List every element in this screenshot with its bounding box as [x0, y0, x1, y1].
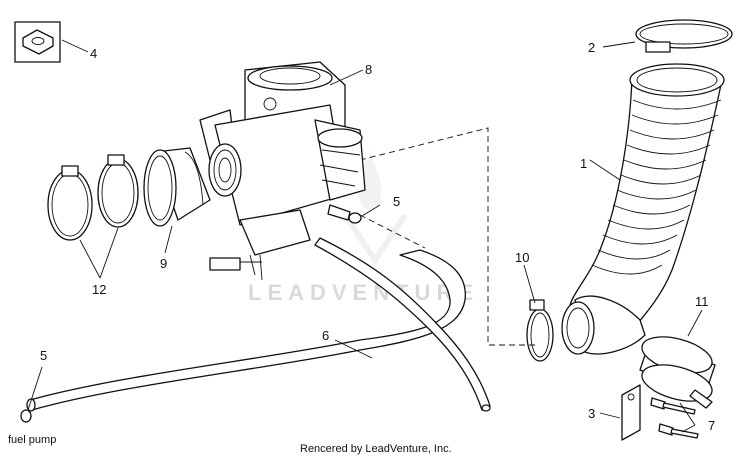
part-5-clip-lower[interactable]	[20, 409, 32, 423]
callout-6: 6	[322, 328, 329, 343]
leader-lines	[27, 39, 703, 433]
part-6-fuel-hose[interactable]	[26, 237, 491, 412]
part-2-hose-clamp[interactable]	[635, 19, 733, 53]
callout-5-lower: 5	[40, 348, 47, 363]
part-7-bolt-lower[interactable]	[658, 423, 699, 439]
part-12-clamp-right[interactable]	[97, 154, 139, 228]
callout-8: 8	[365, 62, 372, 77]
callout-5-upper: 5	[393, 194, 400, 209]
callout-10: 10	[515, 250, 529, 265]
part-4-clip-plate[interactable]	[14, 21, 61, 63]
part-9-intake-manifold[interactable]	[143, 147, 211, 227]
callout-7: 7	[708, 418, 715, 433]
callout-12: 12	[92, 282, 106, 297]
part-5-clip-upper[interactable]	[348, 212, 362, 224]
part-11-sleeve[interactable]	[638, 330, 716, 409]
watermark-logo	[342, 150, 408, 266]
part-7-bolt-upper[interactable]	[650, 397, 696, 415]
part-12-clamp-left[interactable]	[47, 165, 93, 241]
callout-9: 9	[160, 256, 167, 271]
callout-1: 1	[580, 156, 587, 171]
part-1-intake-bellows[interactable]	[561, 63, 725, 355]
part-3-bracket[interactable]	[621, 384, 641, 441]
callout-2: 2	[588, 40, 595, 55]
callout-3: 3	[588, 406, 595, 421]
callout-4: 4	[90, 46, 97, 61]
watermark-text: LEADVENTURE	[248, 280, 479, 305]
callout-11: 11	[695, 294, 709, 309]
part-8-carburetor[interactable]	[199, 61, 366, 281]
alignment-dashed-line	[359, 127, 536, 346]
part-10-hose-clamp[interactable]	[526, 299, 554, 362]
credit-text: Rencered by LeadVenture, Inc.	[300, 443, 452, 455]
label-fuel-pump: fuel pump	[8, 434, 56, 446]
